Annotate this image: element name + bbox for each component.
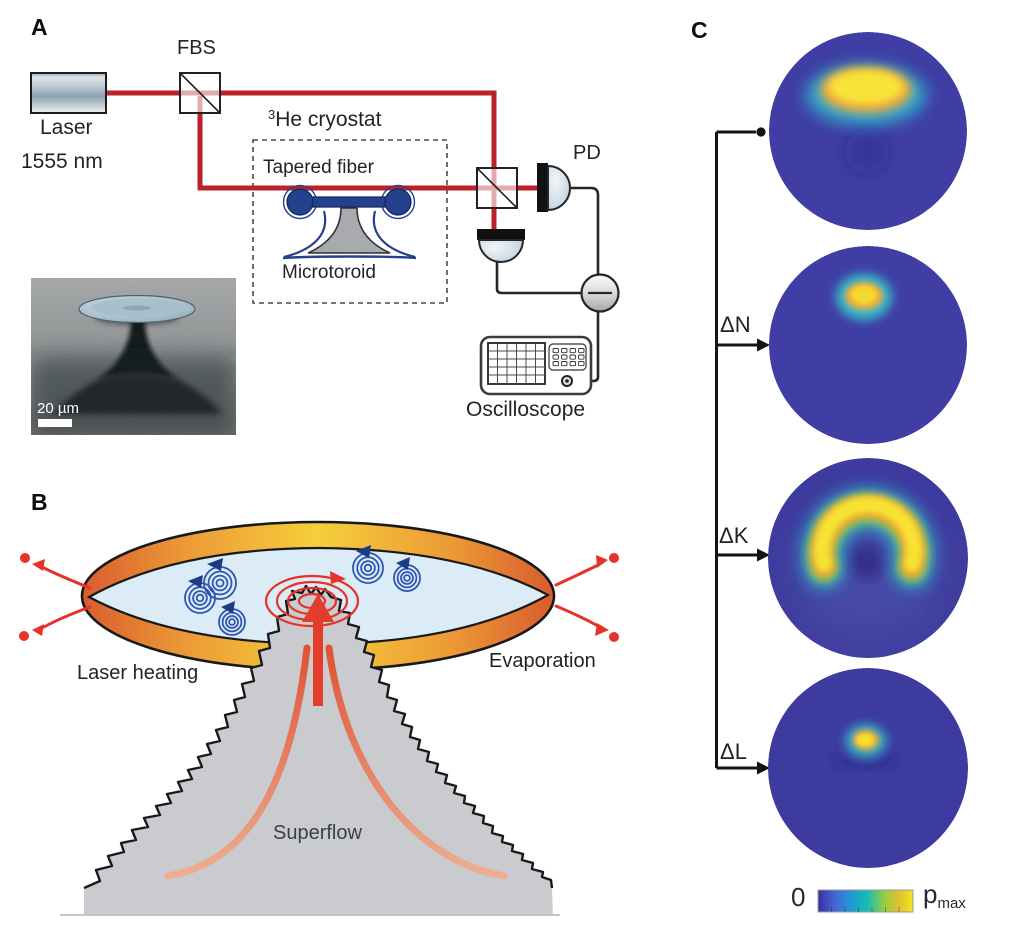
colorbar bbox=[817, 889, 914, 913]
vortex-arrowheads bbox=[188, 545, 410, 614]
signal-wires bbox=[495, 186, 600, 383]
laser-label: Laser bbox=[40, 116, 93, 139]
probability-map-4 bbox=[768, 668, 968, 868]
photodiode-1 bbox=[537, 163, 571, 212]
panel-b-letter: B bbox=[31, 489, 48, 515]
panel-c-letter: C bbox=[691, 17, 708, 43]
colorbar-max-label: pmax bbox=[923, 881, 966, 911]
probability-map-1 bbox=[769, 32, 967, 230]
sem-scale-bar bbox=[38, 419, 72, 427]
microtoroid-schematic bbox=[282, 184, 417, 260]
beamsplitter-cube bbox=[476, 167, 518, 209]
evaporation-arrowheads bbox=[32, 555, 609, 636]
oscilloscope bbox=[479, 335, 593, 396]
delta-k-label: ΔK bbox=[719, 523, 749, 548]
pd-label: PD bbox=[573, 142, 601, 164]
evaporation-label: Evaporation bbox=[489, 650, 596, 672]
pedestal-mound bbox=[84, 586, 553, 915]
cryostat-isotope-sup: 3 bbox=[268, 107, 276, 122]
probability-map-2 bbox=[769, 246, 967, 444]
tapered-fiber-label: Tapered fiber bbox=[263, 157, 374, 178]
optical-setup-diagram bbox=[30, 72, 620, 435]
probability-map-3 bbox=[768, 458, 968, 658]
evaporation-arrows bbox=[42, 563, 600, 629]
superflow-arrow bbox=[302, 594, 334, 706]
panel-a-letter: A bbox=[31, 14, 48, 40]
colorbar-max-sub: max bbox=[937, 895, 966, 912]
colorbar-min-label: 0 bbox=[791, 882, 806, 912]
fbs-cube bbox=[179, 72, 221, 114]
sem-scale-label: 20 µm bbox=[37, 400, 79, 417]
phonon-probability-maps bbox=[715, 32, 968, 913]
cryostat-label-text: He cryostat bbox=[275, 108, 382, 131]
delta-n-label: ΔN bbox=[720, 312, 751, 337]
delta-l-label: ΔL bbox=[720, 739, 747, 764]
connector-lines bbox=[715, 130, 757, 770]
cryostat-label: 3He cryostat bbox=[268, 108, 381, 130]
cryostat-dashed-box bbox=[252, 139, 448, 304]
oscilloscope-label: Oscilloscope bbox=[466, 398, 586, 421]
evaporated-atoms bbox=[19, 553, 619, 642]
microtoroid-label: Microtoroid bbox=[282, 262, 376, 283]
laser-heating-label: Laser heating bbox=[77, 662, 199, 684]
photodiode-2 bbox=[477, 229, 525, 263]
superflow-label: Superflow bbox=[273, 822, 362, 844]
toroid-illustration bbox=[19, 520, 619, 916]
balanced-detector bbox=[580, 273, 620, 313]
laser-box bbox=[30, 72, 107, 114]
colorbar-max-base: p bbox=[923, 879, 938, 909]
sem-image bbox=[31, 278, 236, 435]
laser-wavelength: 1555 nm bbox=[21, 150, 103, 173]
connector-dot bbox=[756, 127, 766, 137]
fbs-label: FBS bbox=[177, 37, 216, 59]
connector-arrowheads bbox=[757, 338, 770, 775]
spiral-arrowhead bbox=[330, 571, 346, 584]
superflow-streams bbox=[164, 644, 508, 880]
